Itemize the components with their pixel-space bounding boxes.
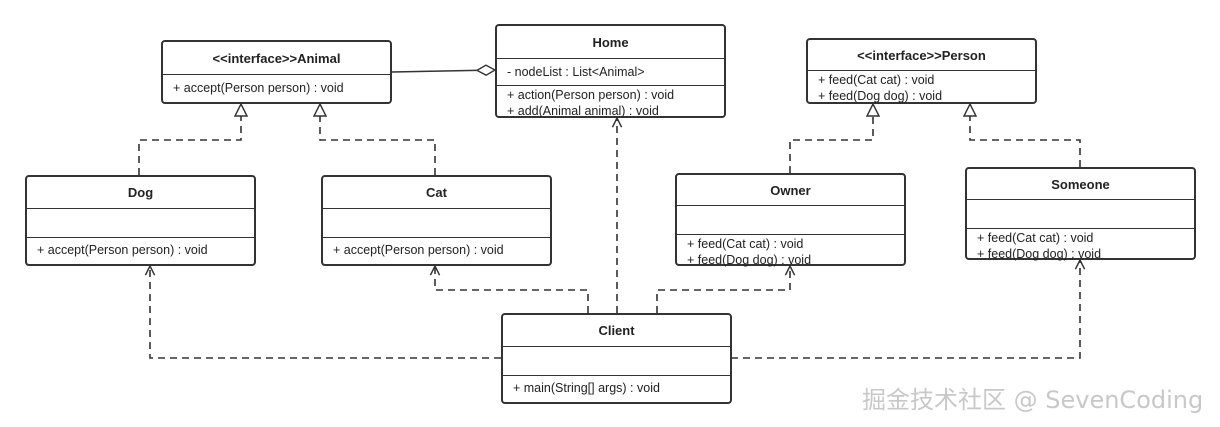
class-name: <<interface>>Animal [163,42,390,75]
class-name: Home [497,26,724,59]
method: + feed(Dog dog) : void [818,88,943,103]
method: + accept(Person person) : void [37,243,208,257]
class-name: Someone [967,169,1194,200]
attributes-section [967,200,1194,229]
methods-section: + accept(Person person) : void [27,238,254,264]
attributes-section [503,347,730,376]
attributes-section [677,206,904,235]
method: + feed(Cat cat) : void [977,231,1094,245]
attribute: - nodeList : List<Animal> [507,65,645,79]
method: + feed(Cat cat) : void [818,73,935,87]
class-home[interactable]: Home - nodeList : List<Animal> + action(… [495,24,726,118]
methods-section: + feed(Cat cat) : void + feed(Dog dog) :… [808,71,1035,103]
method: + feed(Dog dog) : void [977,246,1102,261]
methods-section: + feed(Cat cat) : void + feed(Dog dog) :… [677,235,904,267]
aggregation-line [391,70,495,72]
class-animal[interactable]: <<interface>>Animal + accept(Person pers… [161,40,392,104]
class-owner[interactable]: Owner + feed(Cat cat) : void + feed(Dog … [675,173,906,267]
class-person[interactable]: <<interface>>Person + feed(Cat cat) : vo… [806,38,1037,104]
attributes-section [27,209,254,238]
method: + feed(Dog dog) : void [687,252,812,267]
attributes-section: - nodeList : List<Animal> [497,59,724,86]
attributes-section [323,209,550,238]
watermark: 掘金技术社区 @ SevenCoding [862,386,1204,414]
method: + accept(Person person) : void [173,81,344,95]
methods-section: + feed(Cat cat) : void + feed(Dog dog) :… [967,229,1194,261]
method: + main(String[] args) : void [513,381,660,395]
class-cat[interactable]: Cat + accept(Person person) : void [321,175,552,266]
class-client[interactable]: Client + main(String[] args) : void [501,313,732,404]
methods-section: + main(String[] args) : void [503,376,730,402]
class-name: Cat [323,177,550,209]
methods-section: + action(Person person) : void + add(Ani… [497,86,724,118]
realization-lines [138,104,1081,175]
methods-section: + accept(Person person) : void [163,75,390,102]
method: + action(Person person) : void [507,88,675,102]
class-name: Dog [27,177,254,209]
class-name: Owner [677,175,904,206]
class-dog[interactable]: Dog + accept(Person person) : void [25,175,256,266]
method: + accept(Person person) : void [333,243,504,257]
dependency-lines [150,118,1080,359]
methods-section: + accept(Person person) : void [323,238,550,264]
class-someone[interactable]: Someone + feed(Cat cat) : void + feed(Do… [965,167,1196,261]
class-name: Client [503,315,730,347]
method: + feed(Cat cat) : void [687,237,804,251]
class-name: <<interface>>Person [808,40,1035,71]
method: + add(Animal animal) : void [507,103,659,118]
